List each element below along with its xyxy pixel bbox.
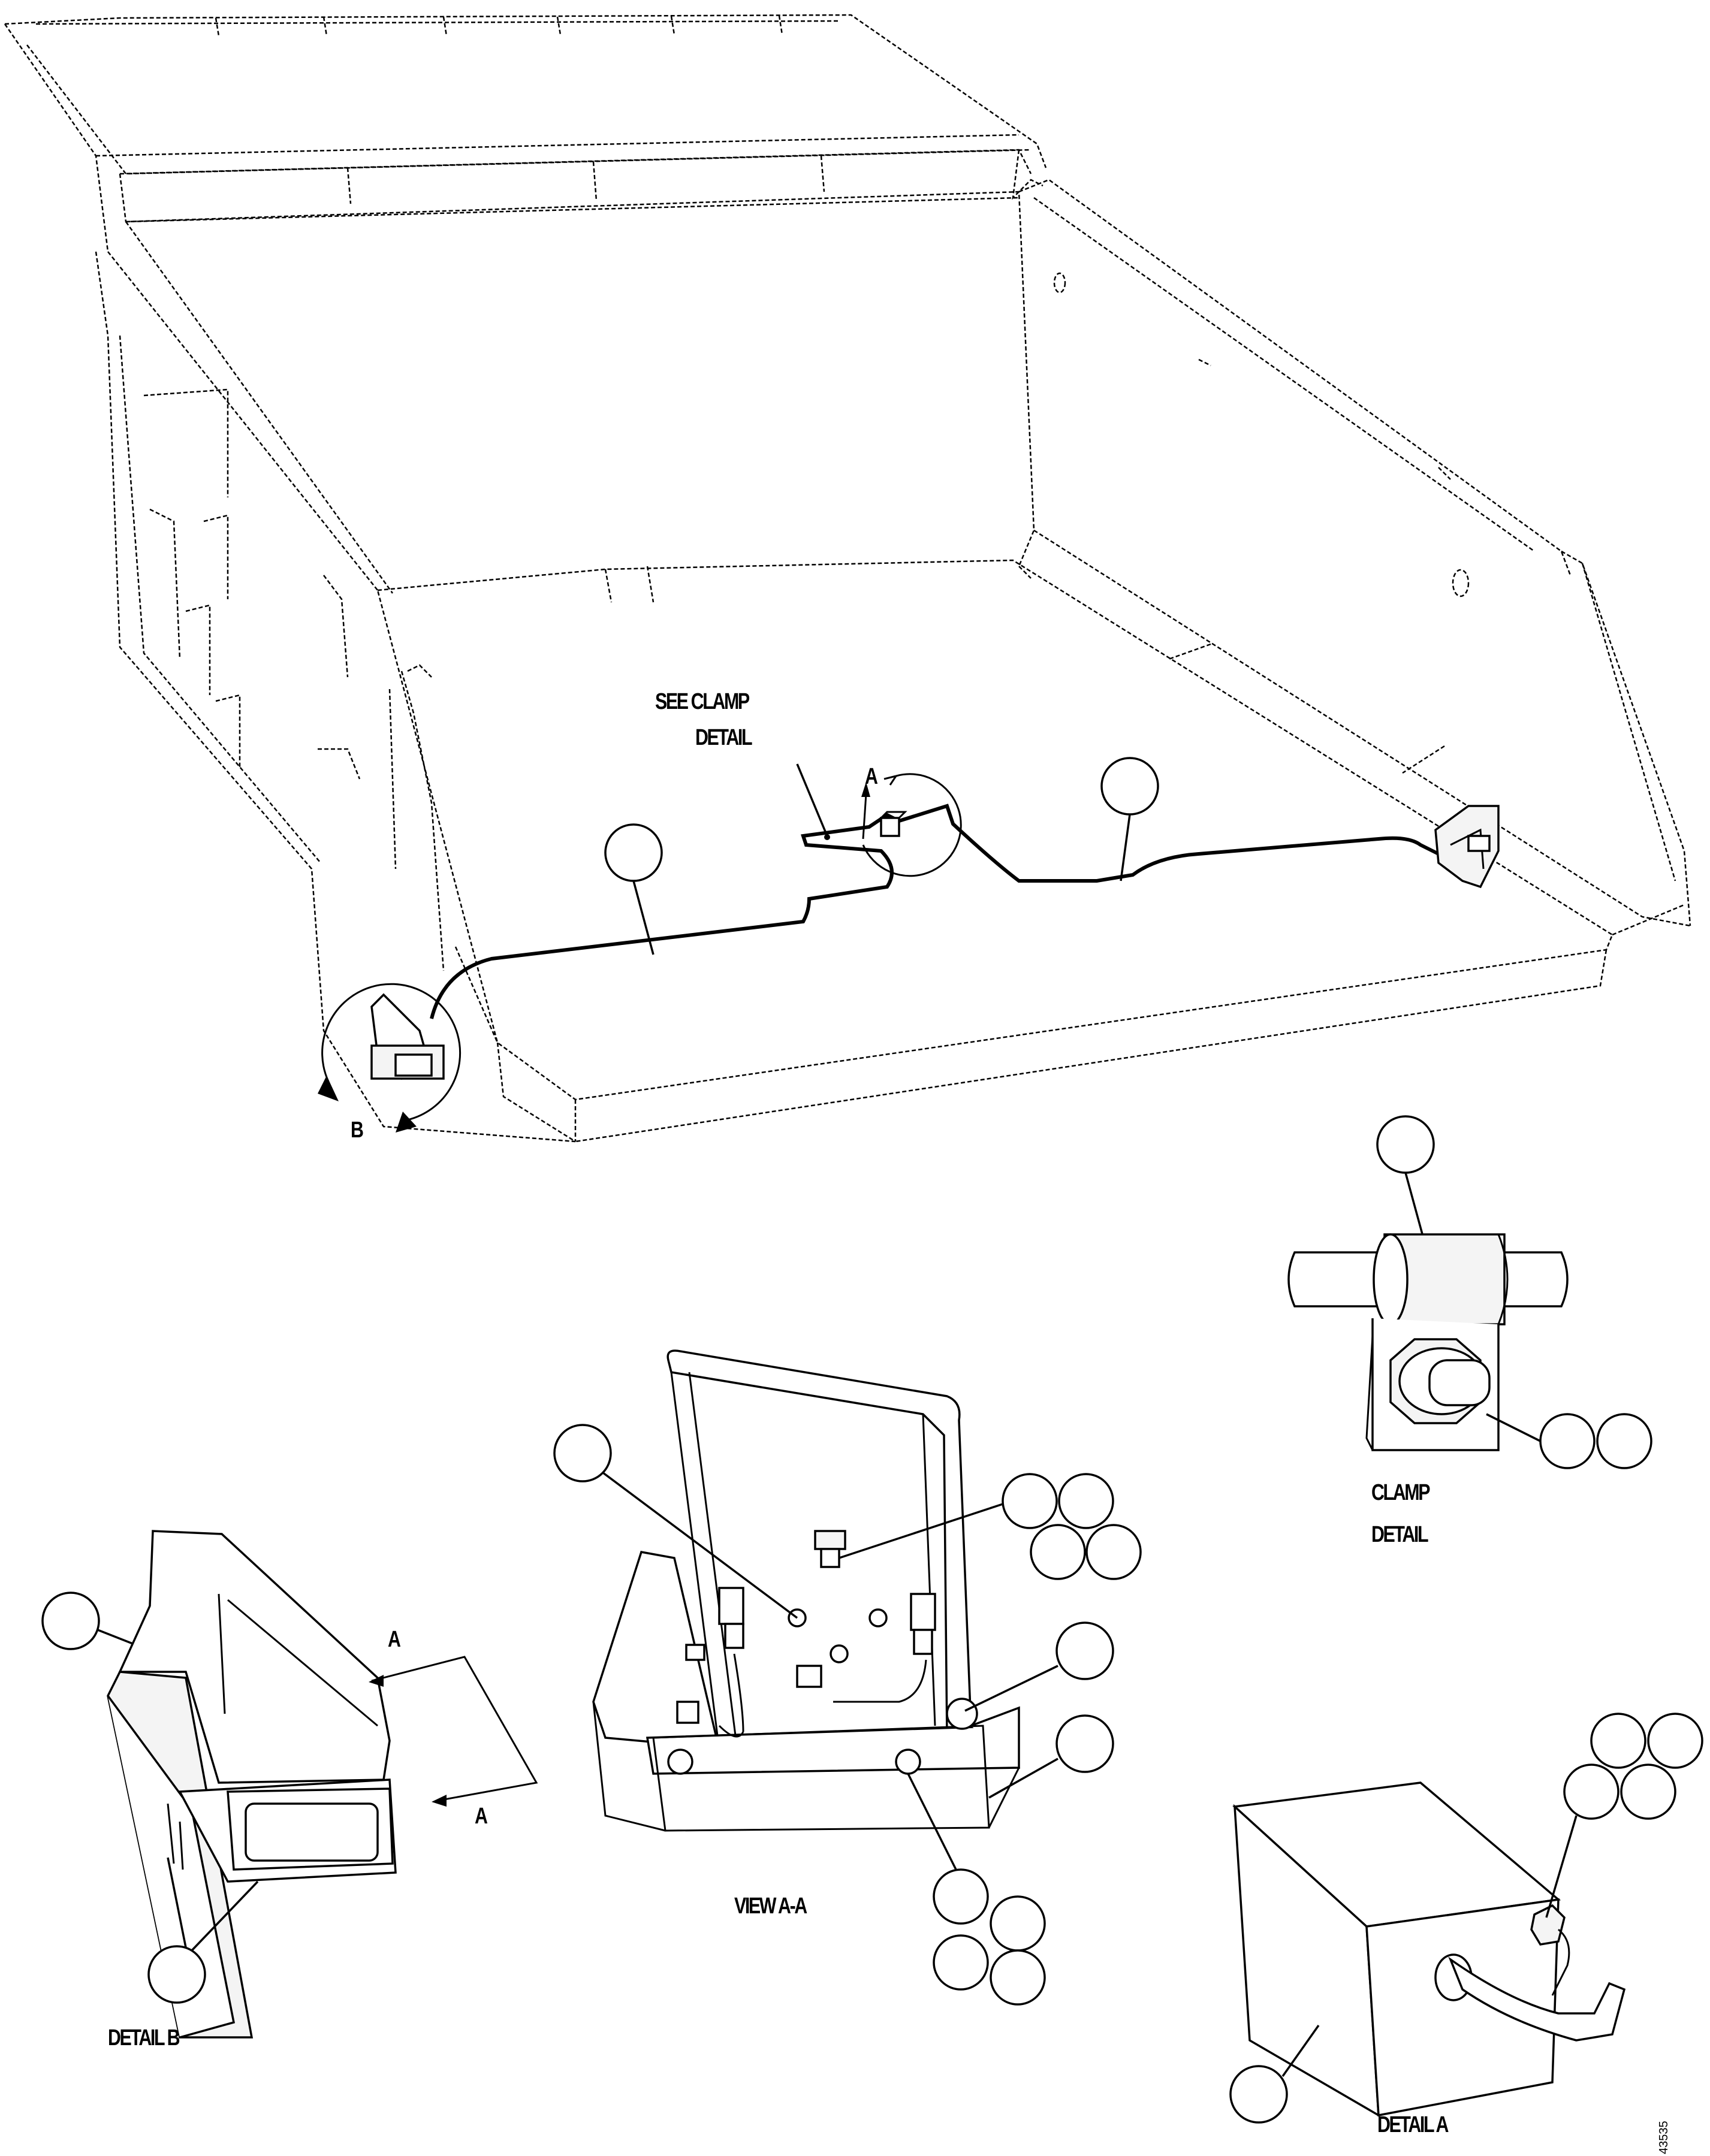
view-arrow-a-label: A xyxy=(865,764,878,789)
detail-a-label: DETAIL A xyxy=(1377,2112,1449,2137)
dump-body xyxy=(4,14,1691,1143)
clamp-detail xyxy=(1287,1115,1652,1469)
view-a-callout xyxy=(861,773,962,877)
detail-b-label: DETAIL B xyxy=(108,2025,180,2051)
clamp-detail-label-line1: CLAMP xyxy=(1371,1480,1430,1505)
detail-b-arrow-label: B xyxy=(351,1118,364,1143)
see-clamp-detail-label-line2: DETAIL xyxy=(695,725,753,750)
detail-b-callout xyxy=(318,983,462,1133)
balloons-main xyxy=(604,757,1159,955)
see-clamp-detail-label-line1: SEE CLAMP xyxy=(655,689,750,714)
right-lamp-bracket xyxy=(1434,805,1500,889)
figure-number: 43535 xyxy=(1657,2121,1670,2154)
detail-a xyxy=(1229,1713,1703,2124)
view-a-a xyxy=(553,1349,1142,2006)
detail-b xyxy=(41,1530,538,2039)
section-a-label-bottom: A xyxy=(475,1804,488,1829)
see-clamp-leader xyxy=(796,763,828,837)
section-a-label-top: A xyxy=(388,1627,401,1652)
clamp-detail-label-line2: DETAIL xyxy=(1371,1522,1429,1547)
wiring-harness xyxy=(430,804,1446,1019)
view-a-a-label: VIEW A-A xyxy=(734,1894,807,1919)
